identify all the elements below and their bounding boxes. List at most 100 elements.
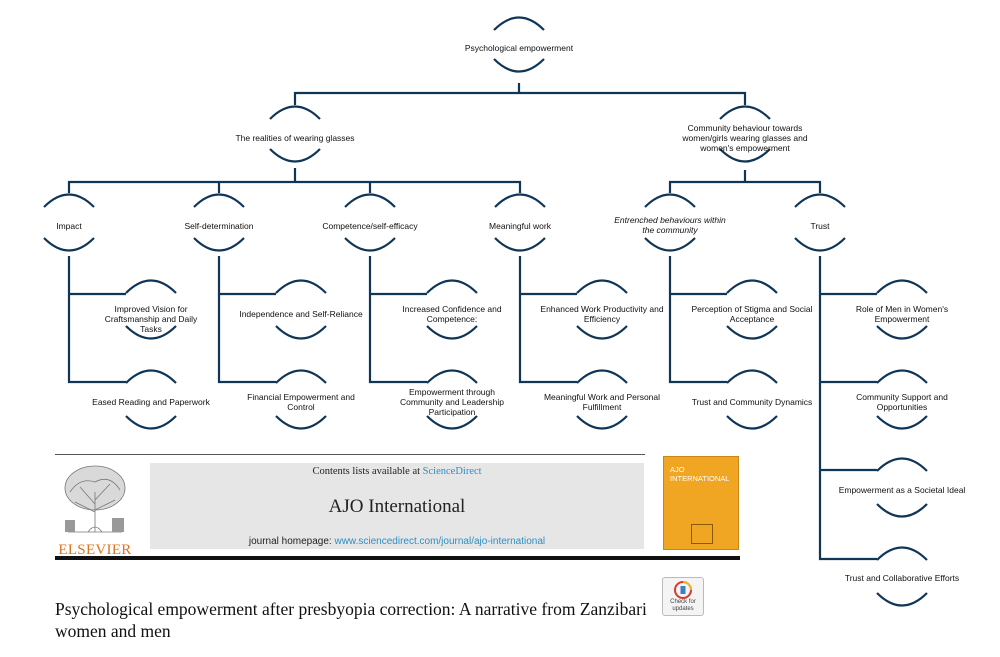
- homepage-link[interactable]: www.sciencedirect.com/journal/ajo-intern…: [334, 536, 546, 547]
- journal-cover: AJO INTERNATIONAL: [663, 456, 739, 550]
- trust-4-bracket-top: [876, 546, 928, 561]
- selfdet-bracket-top: [193, 193, 245, 208]
- node-entr-2: Trust and Community Dynamics: [691, 397, 813, 407]
- node-selfdet-1: Independence and Self-Reliance: [239, 309, 363, 319]
- check-updates-icon: [674, 581, 692, 599]
- journal-title: AJO International: [328, 496, 466, 517]
- entr-bracket-bottom: [644, 237, 696, 252]
- entr-bracket-top: [644, 193, 696, 208]
- check-updates-text: Check for updates: [670, 599, 696, 612]
- trust-bracket-bottom: [794, 237, 846, 252]
- trust-1-bracket-top: [876, 279, 928, 294]
- trust-4-bracket-bottom: [876, 592, 928, 607]
- node-impact-2: Eased Reading and Paperwork: [92, 397, 210, 407]
- selfdet-2-bracket-bottom: [275, 415, 327, 430]
- entr-tree: [668, 256, 727, 384]
- node-theme-self-determination: Self-determination: [184, 221, 254, 231]
- work-bracket-top: [494, 193, 546, 208]
- cover-title: AJO INTERNATIONAL: [670, 465, 730, 483]
- sciencedirect-link[interactable]: ScienceDirect: [422, 466, 482, 477]
- comp-1-bracket-top: [426, 279, 478, 294]
- trust-bracket-top: [794, 193, 846, 208]
- banner-bottom-rule: [55, 556, 740, 560]
- root-bracket-top: [493, 16, 545, 31]
- root-connector: [293, 83, 747, 105]
- entr-1-bracket-top: [726, 279, 778, 294]
- selfdet-1-bracket-top: [275, 279, 327, 294]
- selfdet-1-bracket-bottom: [275, 325, 327, 340]
- node-theme-meaningful-work: Meaningful work: [489, 221, 551, 231]
- left-branch-connector: [67, 168, 522, 193]
- homepage-line: journal homepage: www.sciencedirect.com/…: [150, 536, 644, 547]
- node-theme-impact: Impact: [56, 221, 82, 231]
- comp-tree: [368, 256, 427, 384]
- trust-3-bracket-bottom: [876, 503, 928, 518]
- contents-line: Contents lists available at ScienceDirec…: [150, 466, 644, 477]
- node-comp-2: Empowerment through Community and Leader…: [400, 387, 504, 417]
- comp-2-bracket-top: [426, 369, 478, 384]
- connectors: [67, 83, 877, 561]
- root-bracket-bottom: [493, 58, 545, 73]
- trust-2-bracket-bottom: [876, 415, 928, 430]
- impact-bracket-top: [43, 193, 95, 208]
- impact-bracket-bottom: [43, 237, 95, 252]
- homepage-prefix: journal homepage:: [248, 536, 335, 547]
- work-tree: [518, 256, 577, 384]
- selfdet-tree: [217, 256, 276, 384]
- selfdet-2-bracket-top: [275, 369, 327, 384]
- elsevier-emblem-icon: [691, 524, 713, 544]
- node-brackets: [43, 16, 928, 607]
- node-theme-entrenched: Entrenched behaviours within the communi…: [614, 215, 726, 235]
- banner-top-rule: [55, 454, 645, 455]
- work-1-bracket-bottom: [576, 325, 628, 340]
- check-for-updates-badge[interactable]: Check for updates: [662, 577, 704, 616]
- work-2-bracket-bottom: [576, 415, 628, 430]
- node-theme-trust: Trust: [810, 221, 830, 231]
- entr-2-bracket-bottom: [726, 415, 778, 430]
- contents-box: Contents lists available at ScienceDirec…: [150, 463, 644, 549]
- comp-2-bracket-bottom: [426, 415, 478, 430]
- left-branch-bracket-bottom: [269, 148, 321, 163]
- impact-1-bracket-top: [125, 279, 177, 294]
- node-entr-1: Perception of Stigma and Social Acceptan…: [691, 304, 813, 324]
- selfdet-bracket-bottom: [193, 237, 245, 252]
- publisher-name: ELSEVIER: [58, 542, 132, 558]
- trust-1-bracket-bottom: [876, 325, 928, 340]
- work-1-bracket-top: [576, 279, 628, 294]
- work-bracket-bottom: [494, 237, 546, 252]
- node-root: Psychological empowerment: [464, 43, 574, 53]
- node-work-1: Enhanced Work Productivity and Efficienc…: [540, 304, 664, 324]
- node-selfdet-2: Financial Empowerment and Control: [247, 392, 355, 412]
- comp-bracket-top: [344, 193, 396, 208]
- right-branch-connector: [668, 170, 822, 193]
- trust-3-bracket-top: [876, 457, 928, 472]
- impact-1-bracket-bottom: [125, 325, 177, 340]
- elsevier-logo: ELSEVIER: [55, 462, 135, 558]
- node-theme-competence: Competence/self-efficacy: [322, 221, 418, 231]
- impact-2-bracket-bottom: [125, 415, 177, 430]
- node-comp-1: Increased Confidence and Competence:: [402, 304, 502, 324]
- comp-bracket-bottom: [344, 237, 396, 252]
- node-trust-1: Role of Men in Women's Empowerment: [855, 304, 949, 324]
- contents-prefix: Contents lists available at: [312, 466, 423, 477]
- impact-tree: [67, 256, 126, 384]
- right-branch-bracket-bottom: [719, 148, 771, 163]
- comp-1-bracket-bottom: [426, 325, 478, 340]
- trust-tree: [818, 256, 877, 561]
- article-title: Psychological empowerment after presbyop…: [55, 599, 647, 641]
- work-2-bracket-top: [576, 369, 628, 384]
- node-impact-1: Improved Vision for Craftsmanship and Da…: [104, 304, 198, 334]
- journal-banner: ELSEVIER Contents lists available at Sci…: [55, 452, 740, 562]
- left-branch-bracket-top: [269, 105, 321, 120]
- node-right-branch: Community behaviour towards women/girls …: [682, 123, 808, 153]
- node-work-2: Meaningful Work and Personal Fulfillment: [543, 392, 661, 412]
- right-branch-bracket-top: [719, 105, 771, 120]
- entr-2-bracket-top: [726, 369, 778, 384]
- node-left-branch: The realities of wearing glasses: [235, 133, 355, 143]
- elsevier-tree-icon: [64, 465, 126, 533]
- node-trust-2: Community Support and Opportunities: [856, 392, 948, 412]
- node-trust-3: Empowerment as a Societal Ideal: [838, 485, 966, 495]
- entr-1-bracket-bottom: [726, 325, 778, 340]
- impact-2-bracket-top: [125, 369, 177, 384]
